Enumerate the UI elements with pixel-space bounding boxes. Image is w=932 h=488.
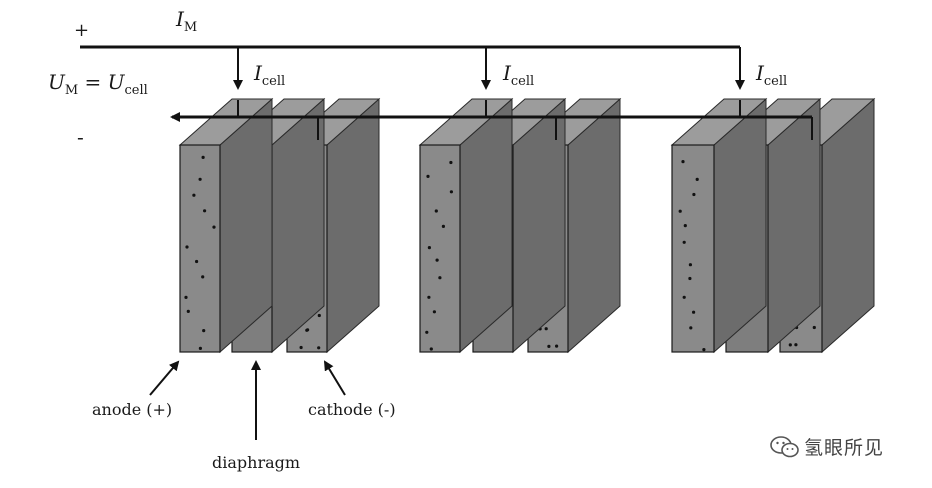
cathode-pointer	[323, 360, 346, 396]
cell-group	[178, 97, 876, 354]
pore-dot	[192, 193, 196, 197]
pore-dot	[203, 209, 207, 213]
pore-dot	[692, 310, 696, 314]
um-sub: M	[65, 83, 78, 98]
anode-front-face	[419, 144, 461, 353]
pore-dot	[201, 275, 205, 279]
pore-dot	[555, 344, 559, 348]
pore-dot	[432, 310, 436, 314]
electrolysis-cell-1	[178, 97, 381, 354]
pore-dot	[212, 225, 216, 229]
pore-dot	[299, 345, 303, 350]
minus-sign: -	[77, 125, 84, 149]
pore-dot	[306, 328, 310, 332]
anode-plate-2	[418, 97, 514, 354]
anode-label: anode (+)	[92, 400, 172, 419]
pore-dot	[441, 224, 445, 228]
electrolysis-cell-2	[418, 97, 622, 354]
pore-dot	[683, 224, 687, 228]
pore-dot	[794, 343, 798, 347]
pore-dot	[438, 276, 442, 280]
icell-main-3: I	[755, 61, 765, 85]
electrolysis-cell-3	[670, 97, 876, 354]
pore-dot	[186, 309, 190, 313]
pore-dot	[184, 295, 188, 299]
icell-sub-1: cell	[262, 74, 285, 89]
pore-dot	[688, 263, 693, 267]
wechat-icon	[770, 436, 799, 458]
pore-dot	[434, 209, 438, 213]
pore-dot	[425, 330, 429, 334]
icell-main-2: I	[502, 61, 512, 85]
pore-dot	[198, 177, 202, 181]
pore-dot	[202, 329, 206, 333]
ucell-sub: cell	[125, 83, 148, 98]
anode-front-face	[671, 144, 715, 353]
pore-dot	[429, 347, 433, 351]
pore-dot	[678, 209, 682, 213]
pore-dot	[317, 313, 321, 318]
pore-dot	[692, 192, 696, 197]
pore-dot	[547, 344, 551, 348]
voltage-equation: UM = Ucell	[48, 70, 148, 98]
icell-sub-2: cell	[511, 74, 534, 89]
um-main: U	[48, 70, 66, 94]
pore-dot	[682, 240, 686, 244]
plus-sign: +	[74, 20, 89, 41]
im-sub: M	[184, 20, 197, 35]
anode-plate-1	[178, 97, 274, 354]
pore-dot	[682, 295, 686, 299]
icell-label-2: Icell	[502, 61, 534, 89]
anode-plate-3	[670, 97, 768, 354]
pore-dot	[201, 155, 205, 159]
pore-dot	[689, 326, 693, 330]
pore-dot	[449, 190, 453, 194]
icell-main-1: I	[253, 61, 263, 85]
im-main: I	[175, 7, 185, 31]
pore-dot	[435, 258, 439, 262]
anode-pointer	[149, 360, 180, 396]
pore-dot	[427, 295, 431, 299]
pore-dot	[198, 346, 202, 350]
pore-dot	[427, 246, 431, 250]
diaphragm-label: diaphragm	[212, 453, 300, 472]
cathode-label: cathode (-)	[308, 400, 396, 419]
pore-dot	[195, 259, 199, 264]
im-label: IM	[175, 7, 197, 35]
ucell-main: U	[108, 70, 126, 94]
pore-dot	[788, 343, 792, 347]
icell-label-1: Icell	[253, 61, 285, 89]
watermark-text: 氢眼所见	[804, 437, 885, 459]
pore-dot	[185, 245, 189, 249]
pore-dot	[544, 327, 548, 331]
pore-dot	[812, 325, 816, 330]
icell-sub-3: cell	[764, 74, 787, 89]
pore-dot	[688, 276, 692, 281]
pore-dot	[449, 160, 453, 165]
pore-dot	[681, 160, 685, 164]
pore-dot	[702, 348, 706, 352]
anode-front-face	[179, 144, 221, 353]
icell-label-3: Icell	[755, 61, 787, 89]
equals-sign: =	[78, 70, 107, 94]
pore-dot	[317, 346, 321, 350]
pore-dot	[695, 177, 699, 181]
pore-dot	[426, 174, 430, 178]
